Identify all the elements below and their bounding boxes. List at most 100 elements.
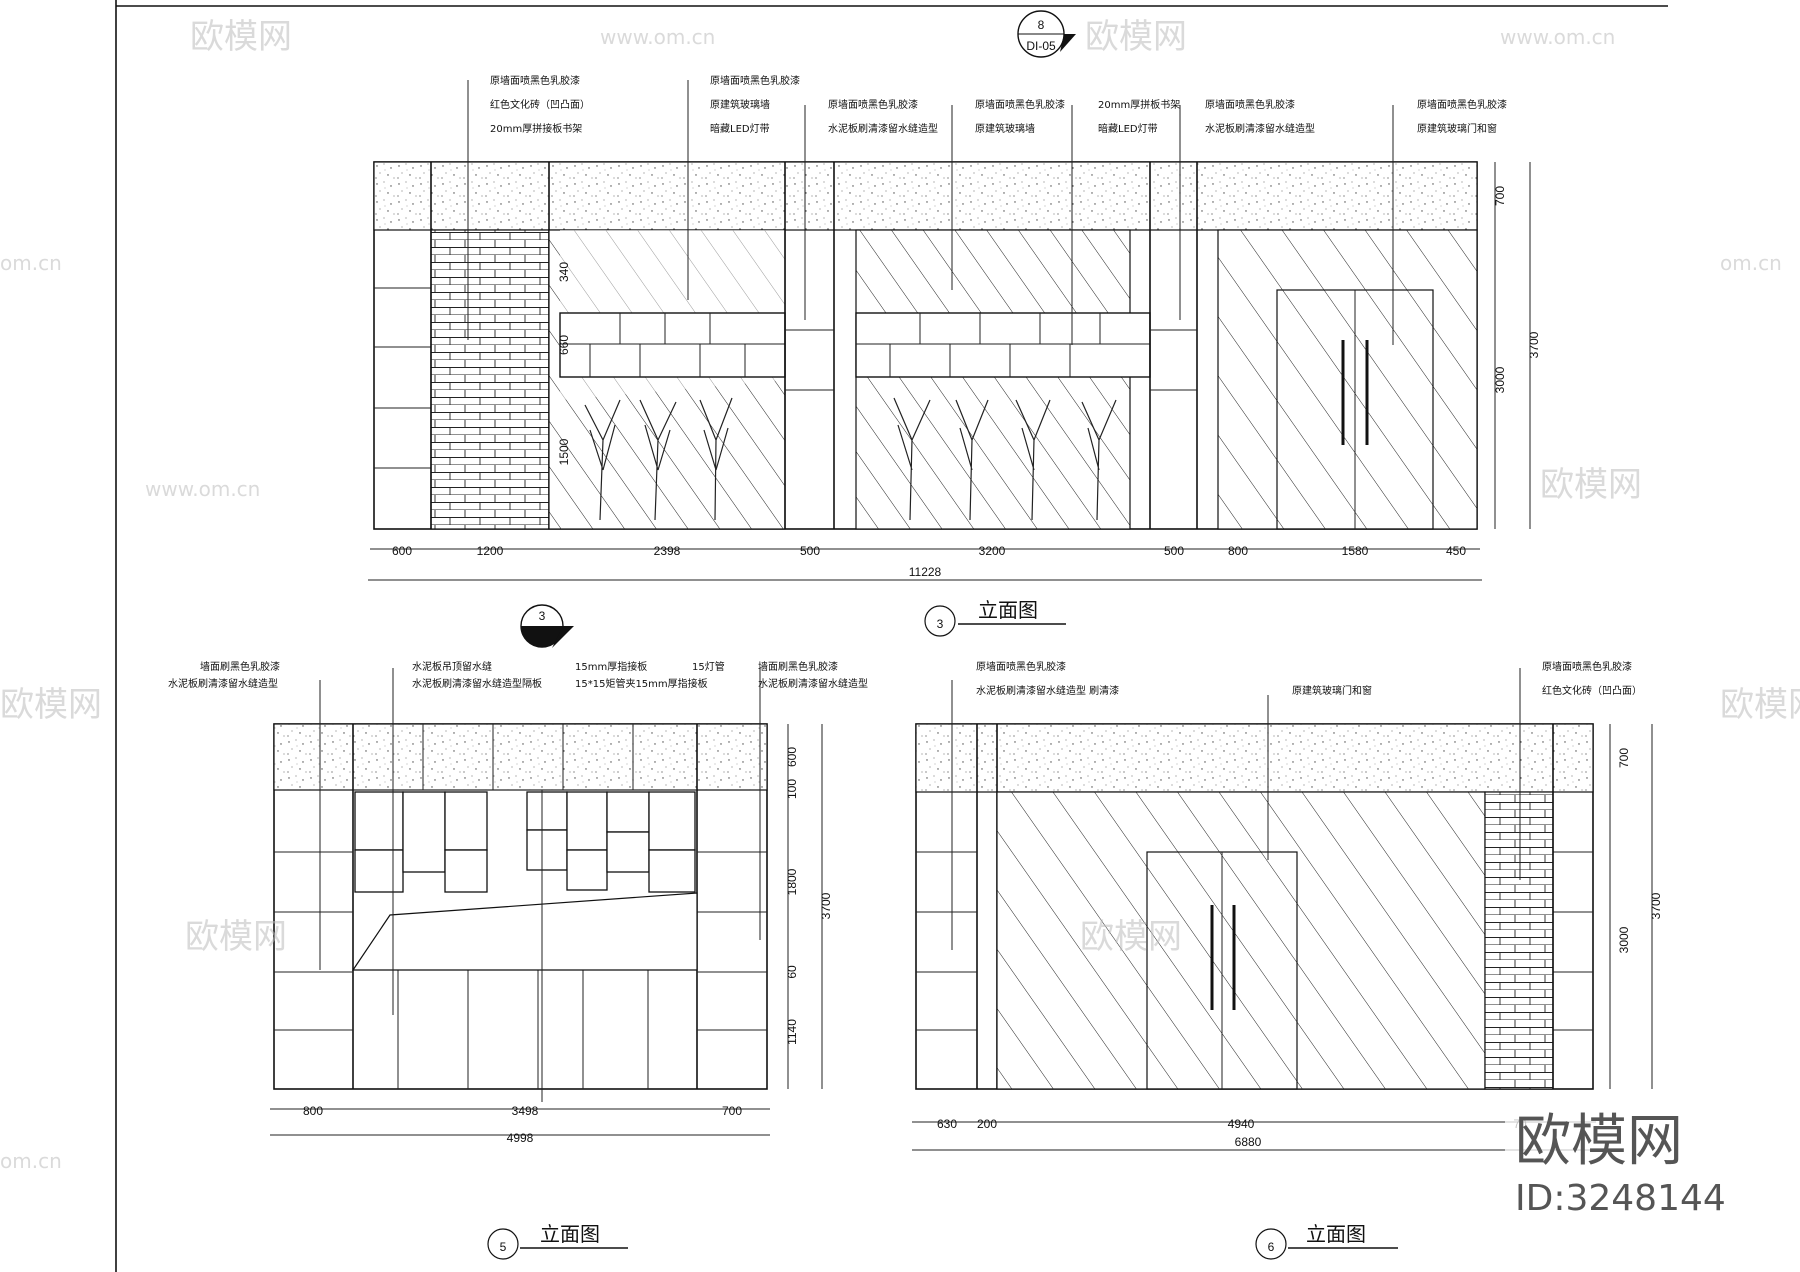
dim-lines-3 bbox=[368, 162, 1531, 581]
note: 水泥板刷清漆留水缝造型 bbox=[168, 677, 278, 690]
dim-lines-5 bbox=[270, 724, 823, 1136]
note: 红色文化砖（凹凸面） bbox=[1542, 684, 1642, 697]
note: 15*15矩管夹15mm厚指接板 bbox=[575, 677, 708, 690]
dim-label: 1800 bbox=[785, 868, 799, 895]
note: 水泥板刷清漆留水缝造型隔板 bbox=[412, 677, 542, 690]
dim-label: 1140 bbox=[785, 1019, 799, 1045]
dim-label: 700 bbox=[1617, 748, 1631, 768]
note: 红色文化砖（凹凸面） bbox=[490, 98, 590, 111]
bookshelf-2 bbox=[855, 312, 1151, 378]
note: 原墙面喷黑色乳胶漆 bbox=[1205, 98, 1295, 111]
dim-label: 1200 bbox=[477, 544, 504, 558]
note: 水泥板刷清漆留水缝造型 刷清漆 bbox=[976, 684, 1119, 697]
note: 20mm厚拼接板书架 bbox=[490, 122, 582, 135]
dims-elevation-5: 800 3498 700 4998 600 100 1800 60 1140 3… bbox=[303, 747, 833, 1145]
note: 水泥板吊顶留水缝 bbox=[412, 660, 492, 673]
section-tag-sheet: DI-05 bbox=[1026, 39, 1056, 53]
dim-label: 200 bbox=[977, 1117, 997, 1131]
dim-label: 2398 bbox=[654, 544, 681, 558]
note: 原建筑玻璃墙 bbox=[710, 98, 770, 111]
note: 原建筑玻璃门和窗 bbox=[1417, 122, 1497, 135]
glass-wall-6 bbox=[996, 791, 1486, 1090]
dim-label: 700 bbox=[1493, 186, 1507, 206]
section-tag-8: 8 DI-05 bbox=[1017, 10, 1076, 58]
note: 原墙面喷黑色乳胶漆 bbox=[1417, 98, 1507, 111]
note: 暗藏LED灯带 bbox=[1098, 122, 1158, 135]
brand-block: 欧模网 ID:3248144 bbox=[1505, 1090, 1800, 1272]
dims-elevation-6: 630 200 4940 70 6880 700 3000 3700 bbox=[937, 748, 1663, 1149]
elevation-number: 3 bbox=[937, 617, 944, 631]
dim-label: 500 bbox=[800, 544, 820, 558]
hanging-boxes bbox=[354, 791, 696, 893]
note: 原建筑玻璃门和窗 bbox=[1292, 684, 1372, 697]
dim-label: 630 bbox=[937, 1117, 957, 1131]
dim-label: 700 bbox=[722, 1104, 742, 1118]
section-tag-number: 3 bbox=[539, 609, 546, 623]
culture-brick-wall-6 bbox=[1484, 791, 1554, 1090]
dim-label: 660 bbox=[557, 335, 571, 355]
brand-logo-text: 欧模网 bbox=[1515, 1109, 1683, 1174]
dims-elevation-3: 600 1200 2398 500 3200 500 800 1580 450 … bbox=[392, 186, 1541, 579]
dim-label: 3000 bbox=[1493, 366, 1507, 393]
note: 水泥板刷清漆留水缝造型 bbox=[828, 122, 938, 135]
title-elevation-5: 5 立面图 bbox=[487, 1222, 628, 1260]
dim-label: 3498 bbox=[512, 1104, 539, 1118]
dim-label: 500 bbox=[1164, 544, 1184, 558]
dim-total: 3700 bbox=[1527, 331, 1541, 358]
note: 暗藏LED灯带 bbox=[710, 122, 770, 135]
elevation-title: 立面图 bbox=[540, 1222, 600, 1246]
note: 原墙面喷黑色乳胶漆 bbox=[710, 74, 800, 87]
elevation-3 bbox=[368, 161, 1531, 581]
dim-label: 60 bbox=[785, 965, 799, 979]
note: 水泥板刷清漆留水缝造型 bbox=[758, 677, 868, 690]
note: 原墙面喷黑色乳胶漆 bbox=[976, 660, 1066, 673]
dim-label: 100 bbox=[785, 779, 799, 799]
elevation-title: 立面图 bbox=[978, 598, 1038, 622]
glass-door-3 bbox=[1217, 229, 1478, 530]
brand-id: ID:3248144 bbox=[1515, 1178, 1726, 1219]
section-tag-3: 3 bbox=[520, 604, 574, 648]
dim-label: 4940 bbox=[1228, 1117, 1255, 1131]
note: 水泥板刷清漆留水缝造型 bbox=[1205, 122, 1315, 135]
notes-elevation-6: 原墙面喷黑色乳胶漆 水泥板刷清漆留水缝造型 刷清漆 原建筑玻璃门和窗 原墙面喷黑… bbox=[976, 660, 1642, 697]
dim-label: 600 bbox=[392, 544, 412, 558]
elevation-6 bbox=[912, 723, 1653, 1151]
dim-label: 1500 bbox=[557, 438, 571, 465]
leader-lines bbox=[319, 80, 1521, 1015]
dim-label: 800 bbox=[1228, 544, 1248, 558]
elevation-5 bbox=[270, 723, 823, 1136]
note: 原墙面喷黑色乳胶漆 bbox=[1542, 660, 1632, 673]
note: 20mm厚拼板书架 bbox=[1098, 98, 1180, 111]
dim-label: 1580 bbox=[1342, 544, 1369, 558]
dim-label: 450 bbox=[1446, 544, 1466, 558]
elevation-number: 5 bbox=[500, 1240, 507, 1254]
notes-elevation-5: 墙面刷黑色乳胶漆 水泥板刷清漆留水缝造型 水泥板吊顶留水缝 水泥板刷清漆留水缝造… bbox=[168, 660, 868, 690]
note: 15mm厚指接板 bbox=[575, 660, 647, 673]
note: 原建筑玻璃墙 bbox=[975, 122, 1035, 135]
dim-total: 6880 bbox=[1235, 1135, 1262, 1149]
dim-lines-6 bbox=[912, 724, 1653, 1151]
culture-brick-wall bbox=[430, 229, 550, 530]
note: 墙面刷黑色乳胶漆 bbox=[200, 660, 280, 673]
note: 原墙面喷黑色乳胶漆 bbox=[490, 74, 580, 87]
section-tag-number: 8 bbox=[1038, 18, 1045, 32]
elevation-title: 立面图 bbox=[1306, 1222, 1366, 1246]
dim-total: 11228 bbox=[909, 565, 942, 579]
glass-wall-2 bbox=[855, 229, 1131, 530]
bookshelf-1 bbox=[559, 312, 786, 378]
note: 原墙面喷黑色乳胶漆 bbox=[975, 98, 1065, 111]
title-elevation-3: 3 立面图 bbox=[924, 598, 1066, 637]
title-elevation-6: 6 立面图 bbox=[1255, 1222, 1398, 1260]
note: 15灯管 bbox=[692, 660, 725, 673]
dim-total: 3700 bbox=[819, 892, 833, 919]
dim-total: 4998 bbox=[507, 1131, 534, 1145]
dim-label: 3000 bbox=[1617, 926, 1631, 953]
dim-label: 600 bbox=[785, 747, 799, 767]
note: 墙面刷黑色乳胶漆 bbox=[758, 660, 838, 673]
notes-elevation-3: 原墙面喷黑色乳胶漆 红色文化砖（凹凸面） 20mm厚拼接板书架 原墙面喷黑色乳胶… bbox=[490, 74, 1507, 135]
dim-label: 340 bbox=[557, 262, 571, 282]
note: 原墙面喷黑色乳胶漆 bbox=[828, 98, 918, 111]
dim-label: 800 bbox=[303, 1104, 323, 1118]
